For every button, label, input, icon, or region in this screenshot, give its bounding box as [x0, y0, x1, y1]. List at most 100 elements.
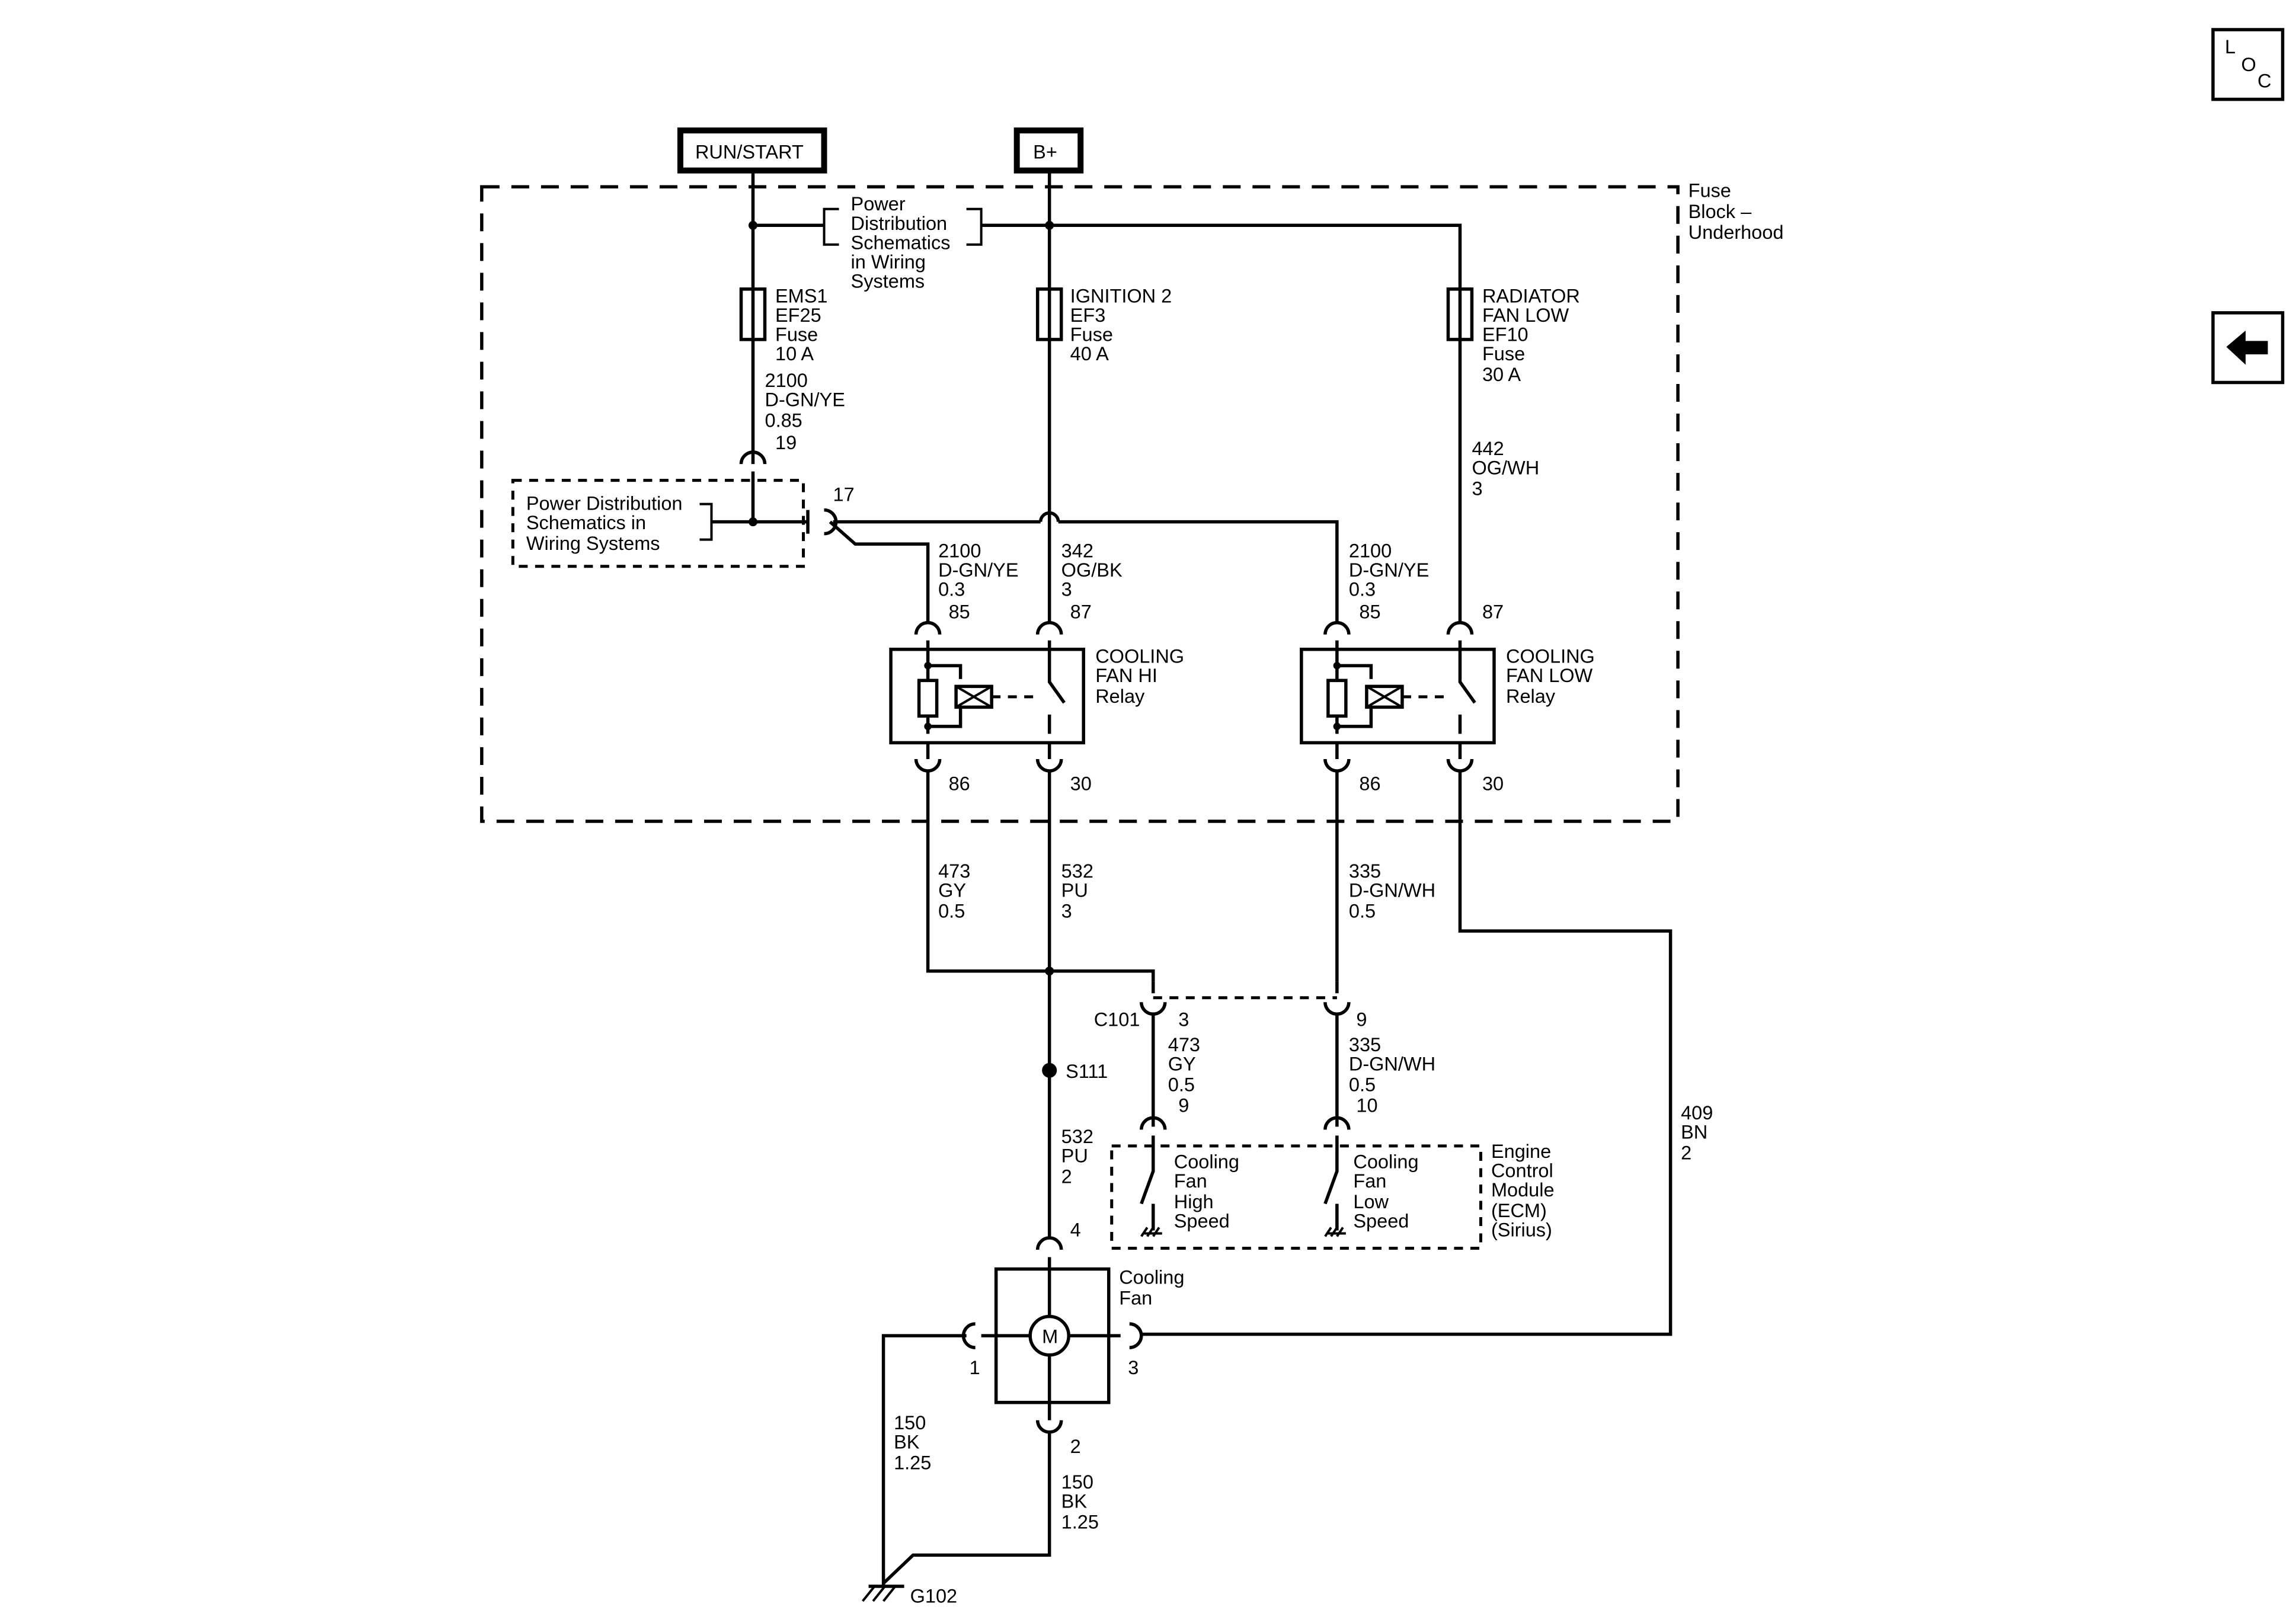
- svg-text:FAN LOW: FAN LOW: [1506, 665, 1593, 686]
- svg-text:High: High: [1174, 1191, 1214, 1212]
- svg-text:(ECM): (ECM): [1491, 1200, 1547, 1221]
- svg-text:Cooling: Cooling: [1353, 1151, 1418, 1172]
- svg-text:FAN HI: FAN HI: [1095, 665, 1157, 686]
- hi-pin-30: 30: [1070, 773, 1092, 794]
- svg-text:0.5: 0.5: [1349, 1074, 1376, 1095]
- fuse-ignition-2: IGNITION 2 EF3 Fuse 40 A: [1035, 285, 1172, 364]
- svg-text:3: 3: [1061, 901, 1072, 922]
- b-plus-label: B+: [1033, 142, 1057, 163]
- svg-text:D-GN/YE: D-GN/YE: [1349, 559, 1429, 581]
- svg-text:Speed: Speed: [1353, 1211, 1409, 1232]
- hi-pin-85: 85: [949, 601, 970, 622]
- connector-c101: C101 3 9: [1094, 981, 1367, 1030]
- power-distribution-ref-top: Power Distribution Schematics in Wiring …: [823, 193, 983, 292]
- svg-text:532: 532: [1061, 1126, 1093, 1147]
- svg-text:532: 532: [1061, 860, 1093, 882]
- ground-g102: G102: [862, 1585, 958, 1606]
- fuse-radiator-fan-low: RADIATOR FAN LOW EF10 Fuse 30 A: [1446, 285, 1580, 385]
- loc-button[interactable]: L O C: [2211, 28, 2285, 101]
- svg-text:Cooling: Cooling: [1119, 1267, 1184, 1288]
- connector-19: [739, 450, 767, 465]
- wire-150-left-label: 150 BK 1.25: [894, 1412, 931, 1474]
- svg-text:Relay: Relay: [1095, 686, 1145, 707]
- svg-text:30 A: 30 A: [1482, 364, 1521, 385]
- hi-pin-87: 87: [1070, 601, 1092, 622]
- wire-532-top-label: 532 PU 3: [1061, 860, 1093, 922]
- svg-text:Underhood: Underhood: [1689, 222, 1784, 243]
- svg-text:40 A: 40 A: [1070, 343, 1109, 364]
- ground-label: G102: [910, 1585, 958, 1606]
- svg-text:Control: Control: [1491, 1160, 1553, 1181]
- run-start-label: RUN/START: [695, 142, 804, 163]
- svg-text:in Wiring: in Wiring: [851, 251, 926, 273]
- wire-342-label: 342 OG/BK 3: [1061, 540, 1123, 600]
- svg-text:D-GN/WH: D-GN/WH: [1349, 1053, 1435, 1074]
- fuse-block-label: Fuse Block – Underhood: [1689, 180, 1784, 243]
- ecm-label: Engine Control Module (ECM) (Sirius): [1491, 1141, 1555, 1241]
- wire-2100-hi-label: 2100 D-GN/YE 0.3: [938, 540, 1018, 600]
- svg-text:473: 473: [938, 860, 970, 882]
- svg-text:442: 442: [1472, 438, 1504, 459]
- svg-text:150: 150: [894, 1412, 926, 1433]
- svg-text:Schematics: Schematics: [851, 232, 951, 253]
- svg-text:BK: BK: [894, 1431, 920, 1452]
- svg-text:Fan: Fan: [1174, 1170, 1207, 1192]
- motor-m: M: [1042, 1326, 1058, 1347]
- cooling-fan-label: Cooling Fan: [1119, 1267, 1184, 1309]
- low-pin-85: 85: [1359, 601, 1380, 622]
- svg-text:342: 342: [1061, 540, 1093, 562]
- svg-text:3: 3: [1061, 579, 1072, 600]
- svg-text:335: 335: [1349, 860, 1381, 882]
- svg-text:Wiring Systems: Wiring Systems: [526, 533, 660, 554]
- b-plus-source: B+: [1013, 127, 1084, 174]
- svg-text:Fuse: Fuse: [1689, 180, 1731, 201]
- fan-pin-1: 1: [970, 1357, 980, 1378]
- hi-pin-86: 86: [949, 773, 970, 794]
- wire-473-bot-label: 473 GY 0.5: [1168, 1034, 1200, 1096]
- c101-pin-9: 9: [1356, 1009, 1367, 1030]
- svg-text:C: C: [2257, 71, 2271, 92]
- back-button[interactable]: [2211, 311, 2285, 385]
- svg-text:Engine: Engine: [1491, 1141, 1551, 1162]
- svg-text:EF25: EF25: [775, 305, 821, 326]
- svg-text:D-GN/WH: D-GN/WH: [1349, 880, 1435, 901]
- svg-text:2: 2: [1681, 1142, 1691, 1163]
- c101-label: C101: [1094, 1009, 1140, 1030]
- svg-text:GY: GY: [938, 880, 966, 901]
- svg-text:PU: PU: [1061, 880, 1088, 901]
- svg-text:0.3: 0.3: [1349, 579, 1376, 600]
- svg-text:Fan: Fan: [1353, 1170, 1386, 1192]
- svg-text:0.85: 0.85: [765, 410, 802, 431]
- wire-2100-low-label: 2100 D-GN/YE 0.3: [1349, 540, 1429, 600]
- ecm-pin-10: 10: [1356, 1094, 1377, 1116]
- svg-text:Module: Module: [1491, 1179, 1555, 1201]
- svg-text:0.5: 0.5: [1168, 1074, 1195, 1095]
- cooling-fan-motor: M: [981, 1257, 1121, 1404]
- wire-150-bot-label: 150 BK 1.25: [1061, 1471, 1099, 1533]
- cooling-fan-hi-relay: [889, 640, 1085, 745]
- svg-text:Power: Power: [851, 193, 906, 215]
- fan-pin-2: 2: [1070, 1436, 1081, 1457]
- svg-text:Block –: Block –: [1689, 201, 1752, 222]
- svg-text:D-GN/YE: D-GN/YE: [765, 389, 845, 410]
- loc-l: L: [2225, 36, 2236, 57]
- low-pin-86: 86: [1359, 773, 1380, 794]
- svg-text:Systems: Systems: [851, 270, 925, 292]
- wire-532-bot-label: 532 PU 2: [1061, 1126, 1093, 1188]
- svg-text:Distribution: Distribution: [851, 213, 948, 234]
- svg-text:Relay: Relay: [1506, 686, 1556, 707]
- svg-text:PU: PU: [1061, 1145, 1088, 1166]
- svg-text:10 A: 10 A: [775, 343, 814, 364]
- svg-text:Fan: Fan: [1119, 1288, 1152, 1309]
- svg-text:1.25: 1.25: [894, 1452, 931, 1473]
- svg-text:Fuse: Fuse: [1482, 343, 1525, 364]
- c101-pin-3: 3: [1178, 1009, 1189, 1030]
- svg-text:RADIATOR: RADIATOR: [1482, 285, 1580, 306]
- svg-text:409: 409: [1681, 1102, 1713, 1124]
- wire-409-label: 409 BN 2: [1681, 1102, 1713, 1164]
- cooling-fan-low-relay: [1300, 640, 1496, 745]
- svg-text:Fuse: Fuse: [775, 324, 818, 345]
- fuse-block-boundary: [480, 185, 1680, 823]
- svg-text:(Sirius): (Sirius): [1491, 1219, 1552, 1241]
